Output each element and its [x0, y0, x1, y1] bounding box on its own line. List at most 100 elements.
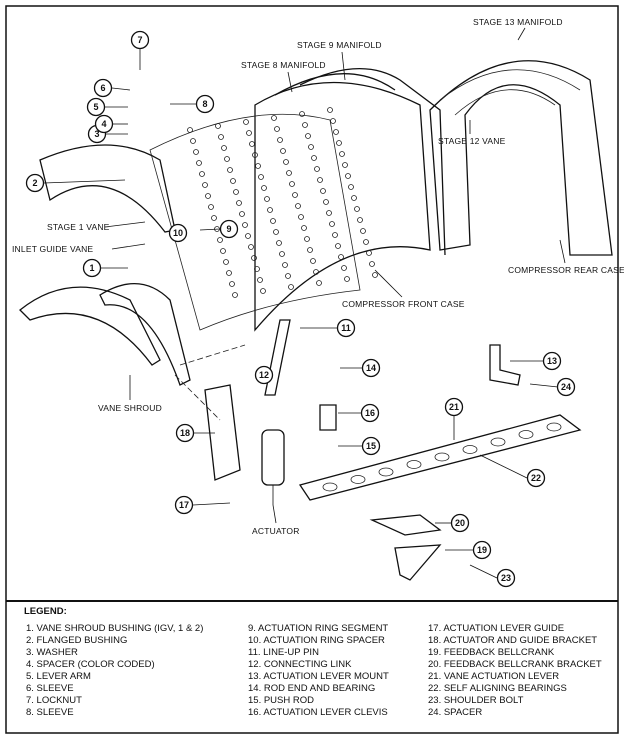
callout-number: 15	[366, 441, 376, 451]
actuation-ring-bolt	[252, 152, 258, 158]
actuation-ring-bolt	[230, 178, 236, 184]
callout-1: 1	[82, 258, 102, 278]
actuation-ring-bolt	[304, 236, 310, 242]
actuation-ring-bolt	[308, 144, 314, 150]
callout-16: 16	[360, 403, 380, 423]
actuation-ring-bolt	[232, 292, 238, 298]
actuation-ring-bolt	[302, 122, 308, 128]
actuation-ring-bolt	[271, 115, 277, 121]
actuation-ring-bolt	[221, 145, 227, 151]
actuation-ring-bolt	[251, 255, 257, 261]
actuation-ring-bolt	[332, 232, 338, 238]
legend-item: 20. FEEDBACK BELLCRANK BRACKET	[428, 659, 602, 670]
callout-circle	[175, 423, 195, 443]
actuation-ring-bolt	[369, 261, 375, 267]
callout-21: 21	[444, 397, 464, 417]
actuation-ring-bolt	[190, 138, 196, 144]
callout-4: 4	[94, 114, 114, 134]
actuation-ring-bolt	[264, 196, 270, 202]
actuation-ring-bolt	[242, 222, 248, 228]
callout-number: 22	[531, 473, 541, 483]
legend-item: 1. VANE SHROUD BUSHING (IGV, 1 & 2)	[26, 623, 204, 634]
callout-13: 13	[542, 351, 562, 371]
callout-number: 6	[100, 83, 105, 93]
actuation-ring-bolt	[307, 247, 313, 253]
actuation-ring-bolt	[327, 107, 333, 113]
actuation-ring-bolt	[248, 244, 254, 250]
callout-number: 24	[561, 382, 571, 392]
callout-7: 7	[130, 30, 150, 50]
callout-circle	[361, 436, 381, 456]
callout-number: 3	[94, 129, 99, 139]
actuation-ring-bolt	[246, 130, 252, 136]
actuation-ring-bolt	[357, 217, 363, 223]
actuation-ring-bolt	[260, 288, 266, 294]
feedback-bellcrank	[394, 544, 442, 581]
legend-item: 21. VANE ACTUATION LEVER	[428, 671, 560, 682]
callout-circle	[444, 397, 464, 417]
actuator	[261, 429, 285, 505]
actuation-ring-bolt	[226, 270, 232, 276]
legend-item: 2. FLANGED BUSHING	[26, 635, 128, 646]
actuation-ring-bolt	[285, 273, 291, 279]
callout-number: 4	[101, 119, 106, 129]
actuation-ring-bolt	[193, 149, 199, 155]
callout-circle	[130, 30, 150, 50]
callout-circle	[360, 403, 380, 423]
actuation-ring-bolt	[339, 151, 345, 157]
actuation-ring-bolt	[363, 239, 369, 245]
actuation-ring-bolt	[329, 221, 335, 227]
actuation-ring-bolt	[289, 181, 295, 187]
callout-17: 17	[174, 495, 194, 515]
actuation-ring-bolt	[366, 250, 372, 256]
callout-number: 8	[202, 99, 207, 109]
callout-6: 6	[93, 78, 113, 98]
actuation-ring-bolt	[218, 134, 224, 140]
actuation-ring-bolt	[344, 276, 350, 282]
actuation-lever-clevis	[319, 404, 337, 431]
label-stage8-manifold: STAGE 8 MANIFOLD	[241, 60, 326, 70]
actuation-ring-bolt	[239, 211, 245, 217]
legend-item: 15. PUSH ROD	[248, 695, 314, 706]
actuation-ring-bolt	[229, 281, 235, 287]
label-compressor-front-case: COMPRESSOR FRONT CASE	[342, 299, 465, 309]
callout-number: 20	[455, 518, 465, 528]
actuation-ring-bolt	[187, 127, 193, 133]
actuation-ring-bolt	[326, 210, 332, 216]
callout-circle	[361, 358, 381, 378]
actuation-ring-bolt	[267, 207, 273, 213]
actuation-ring-bolt	[196, 160, 202, 166]
actuator-bracket	[204, 384, 241, 481]
actuation-ring-bolt	[316, 280, 322, 286]
legend-item: 7. LOCKNUT	[26, 695, 82, 706]
actuation-ring-bolt	[255, 163, 261, 169]
actuation-ring-bolt	[254, 266, 260, 272]
actuation-ring-bolt	[233, 189, 239, 195]
actuation-ring-bolt	[286, 170, 292, 176]
lever-hole	[462, 445, 478, 454]
callout-number: 5	[93, 102, 98, 112]
legend-item: 12. CONNECTING LINK	[248, 659, 352, 670]
callout-number: 17	[179, 500, 189, 510]
label-inlet-guide-vane: INLET GUIDE VANE	[12, 244, 93, 254]
legend-item: 8. SLEEVE	[26, 707, 74, 718]
callout-circle	[496, 568, 516, 588]
legend-item: 14. ROD END AND BEARING	[248, 683, 376, 694]
legend-column: 1. VANE SHROUD BUSHING (IGV, 1 & 2)2. FL…	[14, 623, 248, 718]
legend: LEGEND: 1. VANE SHROUD BUSHING (IGV, 1 &…	[14, 606, 610, 718]
legend-item: 16. ACTUATION LEVER CLEVIS	[248, 707, 388, 718]
actuation-ring-bolt	[220, 248, 226, 254]
actuation-ring-bolt	[314, 166, 320, 172]
actuation-ring-bolt	[249, 141, 255, 147]
actuation-ring-bolt	[277, 137, 283, 143]
actuation-ring-bolt	[336, 140, 342, 146]
callout-circle	[542, 351, 562, 371]
callout-number: 10	[173, 228, 183, 238]
legend-item: 13. ACTUATION LEVER MOUNT	[248, 671, 389, 682]
actuation-ring-bolt	[236, 200, 242, 206]
legend-item: 17. ACTUATION LEVER GUIDE	[428, 623, 565, 634]
callout-number: 13	[547, 356, 557, 366]
